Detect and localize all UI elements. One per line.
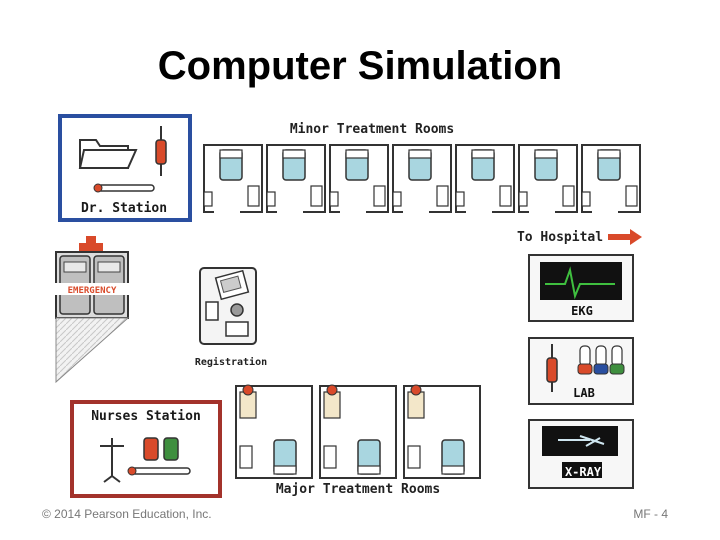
dr-station: Dr. Station	[58, 114, 192, 222]
ekg-label: EKG	[571, 304, 593, 318]
nurses-station-label: Nurses Station	[91, 409, 201, 424]
dr-station-label: Dr. Station	[81, 201, 167, 216]
emergency-entrance: EMERGENCY	[54, 236, 130, 384]
emergency-sign: EMERGENCY	[68, 286, 117, 296]
ekg-room: EKG	[528, 254, 634, 322]
ekg-wave-icon	[545, 266, 615, 300]
minor-treatment-room	[266, 144, 326, 214]
major-treatment-room	[403, 384, 481, 479]
folder-icon	[78, 139, 138, 169]
major-treatment-room	[319, 384, 397, 479]
iv-bottle-icon	[546, 344, 558, 392]
xray-machine-icon	[558, 435, 605, 447]
thermometer-icon	[127, 466, 191, 476]
minor-treatment-room	[455, 144, 515, 214]
minor-treatment-rooms	[203, 144, 641, 214]
thermometer-icon	[93, 183, 155, 193]
medicine-bottles-icon	[143, 437, 179, 461]
minor-treatment-room	[203, 144, 263, 214]
slide-title: Computer Simulation	[157, 44, 563, 88]
nurses-station: Nurses Station	[70, 400, 222, 498]
to-hospital-arrow-icon	[608, 229, 642, 245]
minor-treatment-room	[329, 144, 389, 214]
xray-label: X-RAY	[565, 465, 602, 479]
lab-room: LAB	[528, 337, 634, 405]
registration-desk: Registration	[195, 267, 267, 368]
minor-rooms-label: Minor Treatment Rooms	[290, 122, 454, 137]
lab-label: LAB	[573, 386, 595, 400]
xray-room: X-RAY	[528, 419, 634, 489]
iv-pole-icon	[100, 438, 124, 483]
major-treatment-rooms	[235, 384, 481, 479]
major-treatment-room	[235, 384, 313, 479]
red-cross-icon	[79, 236, 103, 260]
copyright-notice: © 2014 Pearson Education, Inc.	[42, 507, 212, 521]
computer-icon	[214, 269, 250, 301]
major-rooms-label: Major Treatment Rooms	[276, 482, 440, 497]
minor-treatment-room	[581, 144, 641, 214]
minor-treatment-room	[518, 144, 578, 214]
minor-treatment-room	[392, 144, 452, 214]
test-tubes-icon	[577, 345, 625, 375]
page-number: MF - 4	[633, 507, 668, 521]
iv-bottle-icon	[155, 126, 167, 176]
to-hospital-label: To Hospital	[517, 230, 603, 245]
registration-label: Registration	[195, 356, 267, 368]
